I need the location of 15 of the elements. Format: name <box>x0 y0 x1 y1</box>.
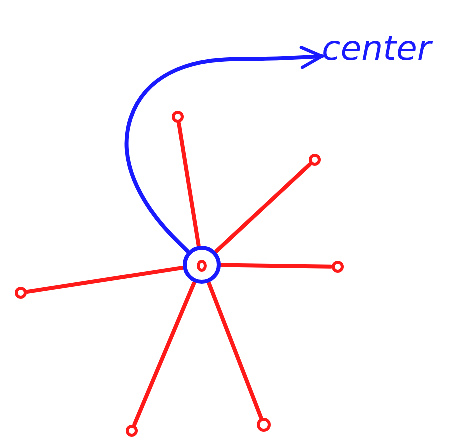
dot <box>309 154 321 166</box>
curved-arrow <box>124 46 324 254</box>
line <box>26 266 184 294</box>
line <box>214 162 312 254</box>
circled-dot <box>183 246 221 284</box>
line <box>177 122 201 248</box>
dot <box>257 418 271 432</box>
line <box>132 281 196 427</box>
dot <box>126 425 138 437</box>
dot <box>332 261 344 273</box>
line <box>207 282 264 420</box>
handwritten-label: center <box>322 32 434 66</box>
dot <box>15 287 27 299</box>
dot <box>172 111 184 123</box>
line <box>220 263 333 269</box>
